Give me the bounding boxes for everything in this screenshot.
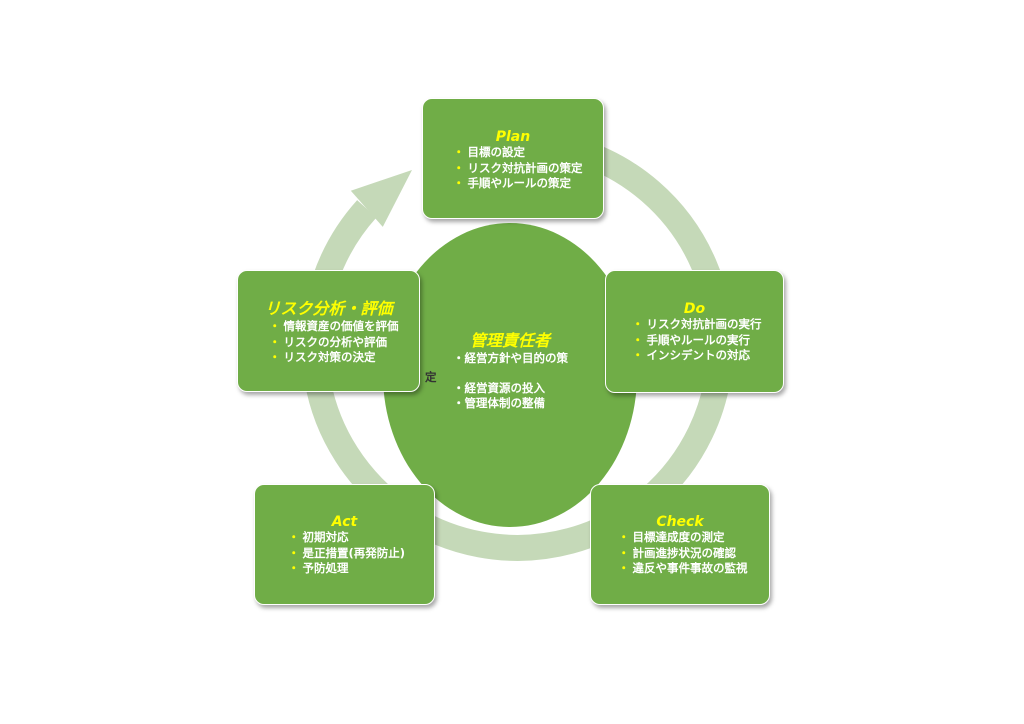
check-item: ・違反や事件事故の監視	[618, 561, 769, 577]
bullet-mark: ・	[269, 334, 281, 349]
risk-item: ・リスク対策の決定	[269, 350, 419, 366]
center-bullet: ・管理体制の整備	[453, 396, 545, 410]
plan-item-text: 手順やルールの策定	[467, 176, 572, 190]
plan-item: ・リスク対抗計画の策定	[453, 161, 603, 177]
bullet-mark: ・	[632, 348, 644, 362]
plan-item: ・手順やルールの策定	[453, 176, 603, 192]
bullet-mark: ・	[618, 530, 630, 544]
check-item-text: 目標達成度の測定	[632, 530, 725, 544]
risk-assessment-box: リスク分析・評価 ・情報資産の価値を評価 ・リスクの分析や評価 ・リスク対策の決…	[237, 270, 420, 392]
center-overflow-char: 定	[425, 370, 437, 384]
risk-list: ・情報資産の価値を評価 ・リスクの分析や評価 ・リスク対策の決定	[269, 319, 419, 366]
center-bullets: ・経営方針や目的の策 ・経営資源の投入 ・管理体制の整備	[453, 351, 568, 411]
bullet-mark: ・	[618, 545, 630, 560]
do-item: ・手順やルールの実行	[632, 333, 783, 349]
center-manager-ellipse: 管理責任者 ・経営方針や目的の策 ・経営資源の投入 ・管理体制の整備	[383, 223, 637, 527]
bullet-mark: ・	[632, 332, 644, 347]
act-box: Act ・初期対応 ・是正措置(再発防止) ・予防処理	[254, 484, 435, 605]
check-item-text: 違反や事件事故の監視	[632, 561, 748, 575]
act-item: ・予防処理	[288, 561, 434, 577]
risk-item-text: リスク対策の決定	[283, 350, 376, 364]
do-box: Do ・リスク対抗計画の実行 ・手順やルールの実行 ・インシデントの対応	[605, 270, 784, 393]
risk-item: ・リスクの分析や評価	[269, 335, 419, 351]
bullet-mark: ・	[269, 319, 281, 333]
bullet-mark: ・	[453, 176, 465, 190]
plan-list: ・目標の設定 ・リスク対抗計画の策定 ・手順やルールの策定	[453, 145, 603, 192]
cycle-arrow-head	[350, 170, 412, 227]
bullet-mark: ・	[453, 145, 465, 159]
act-item-text: 是正措置(再発防止)	[302, 545, 406, 560]
bullet-mark: ・	[618, 561, 630, 575]
risk-title: リスク分析・評価	[264, 299, 393, 318]
check-list: ・目標達成度の測定 ・計画進捗状況の確認 ・違反や事件事故の監視	[618, 530, 769, 577]
check-item: ・目標達成度の測定	[618, 530, 769, 546]
bullet-mark: ・	[453, 160, 465, 175]
act-item-text: 予防処理	[302, 561, 349, 575]
risk-item: ・情報資産の価値を評価	[269, 319, 419, 335]
center-bullet: ・経営方針や目的の策	[453, 351, 568, 365]
plan-title: Plan	[495, 129, 531, 145]
bullet-mark: ・	[288, 545, 300, 560]
bullet-mark: ・	[632, 317, 644, 331]
do-item-text: 手順やルールの実行	[646, 332, 751, 347]
act-item-text: 初期対応	[302, 530, 349, 544]
do-item: ・リスク対抗計画の実行	[632, 317, 783, 333]
bullet-mark: ・	[269, 350, 281, 364]
do-item-text: インシデントの対応	[646, 348, 751, 362]
act-item: ・初期対応	[288, 530, 434, 546]
act-list: ・初期対応 ・是正措置(再発防止) ・予防処理	[288, 530, 434, 577]
do-title: Do	[683, 301, 706, 317]
bullet-mark: ・	[288, 561, 300, 575]
do-list: ・リスク対抗計画の実行 ・手順やルールの実行 ・インシデントの対応	[632, 317, 783, 364]
center-bullet-gap	[453, 366, 568, 381]
center-title: 管理責任者	[469, 331, 550, 350]
do-item: ・インシデントの対応	[632, 348, 783, 364]
check-item: ・計画進捗状況の確認	[618, 546, 769, 562]
do-item-text: リスク対抗計画の実行	[646, 317, 762, 331]
plan-item: ・目標の設定	[453, 145, 603, 161]
check-title: Check	[656, 514, 704, 530]
plan-item-text: リスク対抗計画の策定	[467, 160, 583, 175]
check-item-text: 計画進捗状況の確認	[632, 545, 737, 560]
act-title: Act	[331, 514, 358, 530]
check-box: Check ・目標達成度の測定 ・計画進捗状況の確認 ・違反や事件事故の監視	[590, 484, 770, 605]
plan-box: Plan ・目標の設定 ・リスク対抗計画の策定 ・手順やルールの策定	[422, 98, 604, 219]
bullet-mark: ・	[288, 530, 300, 544]
act-item: ・是正措置(再発防止)	[288, 546, 434, 562]
risk-item-text: 情報資産の価値を評価	[283, 319, 399, 333]
center-bullet: ・経営資源の投入	[453, 381, 545, 395]
risk-item-text: リスクの分析や評価	[283, 334, 388, 349]
plan-item-text: 目標の設定	[467, 145, 526, 159]
